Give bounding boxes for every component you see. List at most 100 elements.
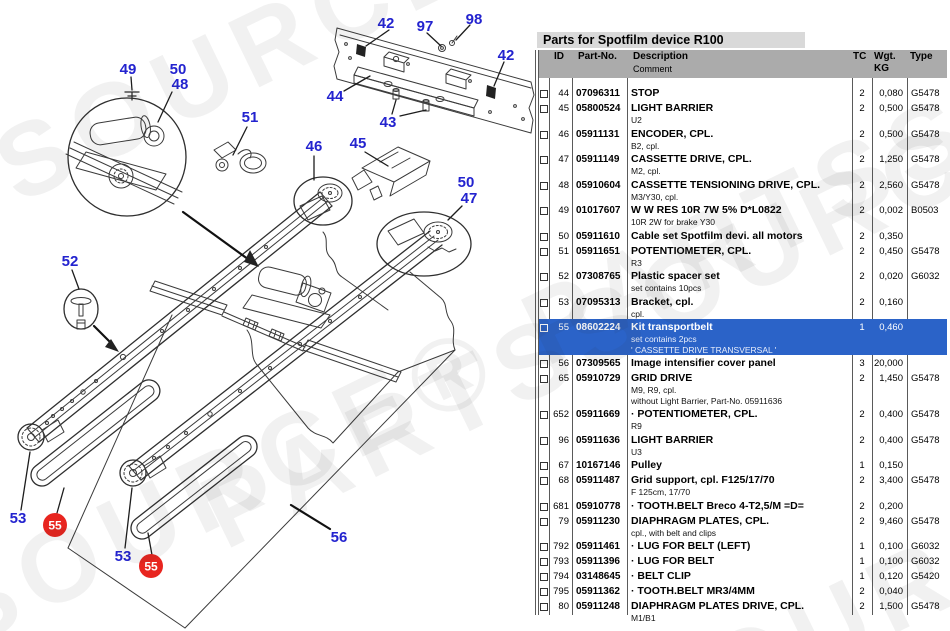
- comment-text: without Light Barrier, Part-No. 05911636: [631, 395, 783, 406]
- row-checkbox[interactable]: [540, 156, 548, 164]
- row-checkbox[interactable]: [540, 603, 548, 611]
- comment-text: cpl.: [631, 308, 645, 319]
- cell-weight: 1,500: [879, 601, 903, 612]
- description-text: Grid support, cpl. F125/17/70: [631, 474, 775, 486]
- cell-id: 80: [558, 601, 569, 612]
- cell-description: Bracket, cpl.cpl.: [627, 296, 852, 320]
- cell-tc: 2: [859, 103, 865, 114]
- row-checkbox[interactable]: [540, 558, 548, 566]
- row-checkbox[interactable]: [540, 543, 548, 551]
- row-checkbox[interactable]: [540, 477, 548, 485]
- callout-48[interactable]: 48: [172, 76, 189, 93]
- cell-id: 793: [553, 556, 569, 567]
- callout-42-right[interactable]: 42: [498, 47, 515, 64]
- row-checkbox[interactable]: [540, 181, 548, 190]
- row-checkbox[interactable]: [540, 324, 548, 332]
- cell-weight: 0,160: [879, 296, 903, 308]
- callout-51[interactable]: 51: [242, 109, 259, 126]
- comment-text: U2: [631, 115, 642, 125]
- row-checkbox-cell: [539, 555, 549, 566]
- cell-weight: 0,350: [879, 230, 903, 242]
- screw-49-icon: [124, 91, 140, 101]
- cell-type: G5478: [911, 434, 940, 446]
- row-checkbox[interactable]: [540, 105, 548, 113]
- callout-43[interactable]: 43: [380, 114, 397, 131]
- callout-50b[interactable]: 50: [458, 174, 475, 191]
- callout-49[interactable]: 49: [120, 61, 137, 78]
- cassette-drive-detail-circle: [376, 211, 472, 277]
- badge-55-left[interactable]: 55: [43, 513, 67, 537]
- cell-tc: 1: [859, 322, 865, 333]
- row-checkbox[interactable]: [540, 375, 548, 383]
- callout-46[interactable]: 46: [306, 138, 323, 155]
- row-checkbox[interactable]: [540, 247, 548, 256]
- row-checkbox[interactable]: [540, 207, 548, 215]
- callout-44[interactable]: 44: [327, 88, 344, 105]
- description-text: · TOOTH.BELT MR3/4MM: [631, 585, 755, 597]
- row-checkbox-cell: [539, 296, 549, 307]
- row-checkbox[interactable]: [540, 130, 548, 139]
- svg-text:55: 55: [48, 519, 62, 533]
- cell-part-no: 07308765: [576, 271, 621, 282]
- row-checkbox[interactable]: [540, 232, 548, 241]
- comment-text: set contains 2pcs: [631, 334, 697, 344]
- callout-56[interactable]: 56: [331, 529, 348, 546]
- row-checkbox[interactable]: [540, 411, 548, 419]
- row-checkbox[interactable]: [540, 90, 548, 98]
- cell-type: G5478: [911, 373, 940, 384]
- callout-53-right[interactable]: 53: [115, 548, 132, 565]
- rail-right-drawing: [119, 230, 443, 487]
- description-text: POTENTIOMETER, CPL.: [631, 244, 752, 257]
- row-checkbox[interactable]: [540, 273, 548, 281]
- row-checkbox[interactable]: [540, 298, 548, 307]
- callout-52[interactable]: 52: [62, 253, 79, 270]
- callout-45[interactable]: 45: [350, 135, 367, 152]
- callout-50a[interactable]: 50: [170, 61, 187, 78]
- callout-97[interactable]: 97: [417, 18, 434, 35]
- cell-type: G5478: [911, 128, 940, 140]
- comment-text: M3/Y30, cpl.: [631, 191, 679, 202]
- cell-id: 681: [553, 500, 569, 512]
- row-checkbox[interactable]: [540, 462, 548, 470]
- callout-98[interactable]: 98: [466, 11, 483, 28]
- row-checkbox[interactable]: [540, 436, 548, 445]
- screw-icon: [449, 40, 455, 46]
- badge-55-right[interactable]: 55: [139, 554, 163, 578]
- row-checkbox[interactable]: [540, 502, 548, 511]
- callout-53-left[interactable]: 53: [10, 510, 27, 527]
- row-checkbox[interactable]: [540, 517, 548, 526]
- standoff-cylinders: [392, 88, 430, 112]
- row-checkbox[interactable]: [540, 360, 548, 368]
- row-checkbox-cell: [539, 408, 549, 419]
- callout-42-left[interactable]: 42: [378, 15, 395, 32]
- row-checkbox[interactable]: [540, 588, 548, 596]
- callout-47[interactable]: 47: [461, 190, 478, 207]
- row-checkbox[interactable]: [540, 573, 548, 581]
